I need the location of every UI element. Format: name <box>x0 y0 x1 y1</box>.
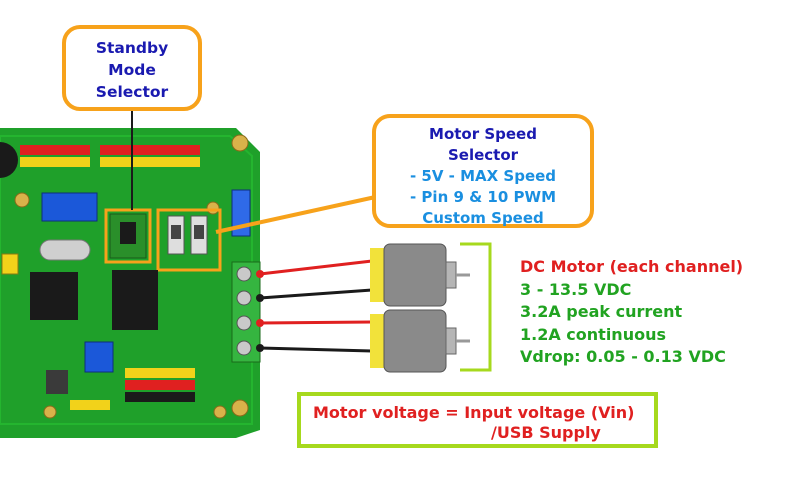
standby-mode-callout: Standby Mode Selector <box>62 25 202 111</box>
speed-title-line-1: Motor Speed <box>429 125 537 143</box>
motor-wires <box>256 259 373 353</box>
supply-note-line-2: /USB Supply <box>491 423 601 442</box>
mounting-hole <box>14 192 30 208</box>
speed-highlight-box <box>156 208 222 272</box>
dc-motor-top <box>370 243 470 307</box>
switch-knob <box>171 225 181 239</box>
screw-terminal-block <box>231 261 261 363</box>
motor-spec-line: 3.2A peak current <box>520 302 683 321</box>
top-pin-header-right <box>100 145 200 167</box>
motor-spec-line: 1.2A continuous <box>520 324 666 344</box>
standby-line-3: Selector <box>95 83 169 101</box>
mounting-hole <box>213 405 227 419</box>
motor-speed-callout: Motor Speed Selector - 5V - MAX Speed - … <box>372 114 594 228</box>
regulator <box>46 370 68 394</box>
standby-jumper-cap <box>120 222 136 244</box>
top-pin-header-left <box>20 145 90 167</box>
dc-motor-bottom <box>370 309 470 373</box>
speed-option-2: - Pin 9 & 10 PWM <box>409 188 556 206</box>
standby-line-1: Standby <box>95 39 169 57</box>
motor-driver-chip <box>112 270 158 330</box>
motor-spec-line: Vdrop: 0.05 - 0.13 VDC <box>520 347 726 366</box>
speed-title-line-2: Selector <box>447 146 519 164</box>
capacitor <box>0 142 18 178</box>
motor-bracket <box>460 242 492 372</box>
speed-option-1: - 5V - MAX Speed <box>409 167 557 185</box>
speed-pointer <box>215 194 381 234</box>
mounting-hole <box>43 405 57 419</box>
bottom-pin-header <box>70 368 195 410</box>
standby-line-2: Mode <box>108 61 156 79</box>
switch-knob <box>194 225 204 239</box>
push-button <box>1 253 19 275</box>
blue-header-block <box>41 192 98 222</box>
mounting-hole <box>231 399 249 417</box>
crystal <box>39 239 91 261</box>
small-jumper-block <box>84 341 114 373</box>
microcontroller-chip <box>30 272 78 320</box>
mounting-hole <box>206 201 220 215</box>
mounting-hole <box>231 134 249 152</box>
supply-note-line-1: Motor voltage = Input voltage (Vin) <box>313 403 635 422</box>
motor-spec-line: 3 - 13.5 VDC <box>520 279 632 299</box>
motor-specs-title: DC Motor (each channel) <box>520 257 744 276</box>
supply-voltage-note: Motor voltage = Input voltage (Vin) /USB… <box>297 392 658 448</box>
standby-highlight-box <box>104 208 152 264</box>
speed-option-3: Custom Speed <box>422 209 544 227</box>
motor-specs: DC Motor (each channel) 3 - 13.5 VDC 3.2… <box>520 256 743 369</box>
